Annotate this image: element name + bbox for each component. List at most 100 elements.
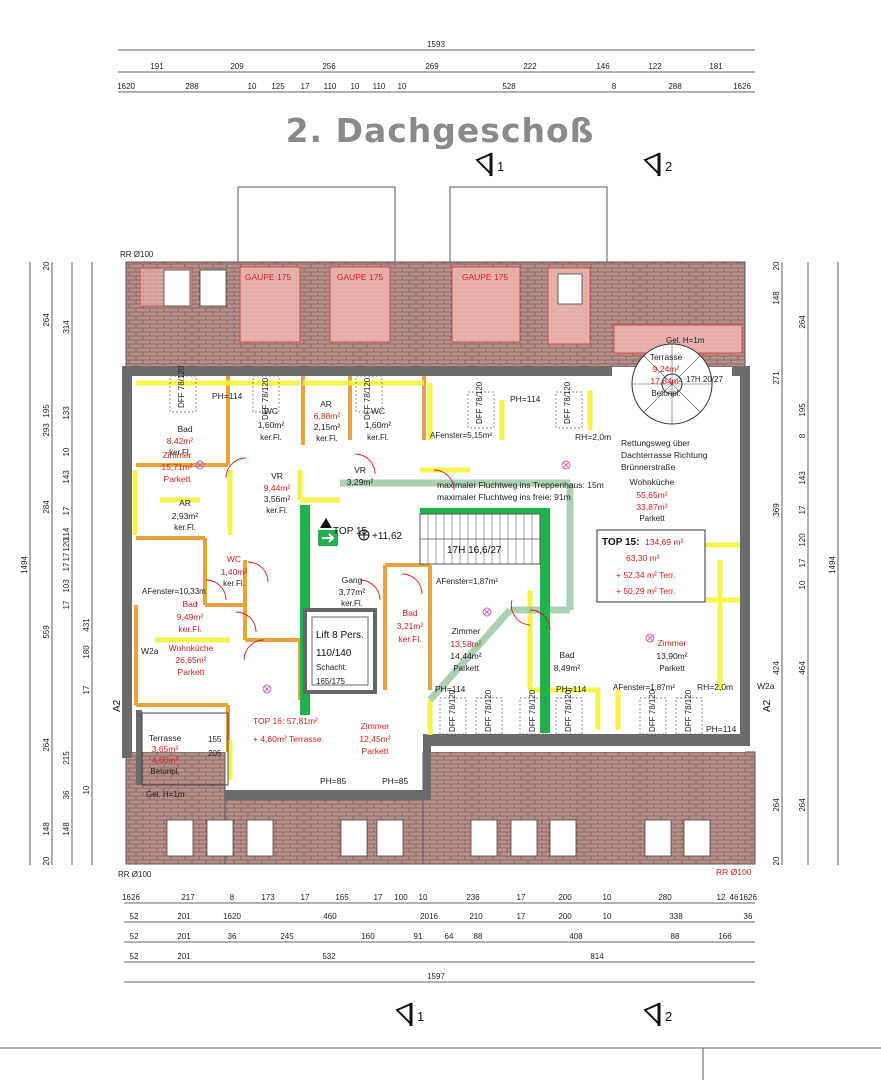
railing-top-label: Gel. H=1m [666,336,705,345]
svg-text:1: 1 [497,159,504,174]
svg-text:2016: 2016 [420,912,438,921]
railing-bottom-label: Gel. H=1m [146,790,185,799]
spiral-stair-label: 17H 20/27 [686,375,723,384]
svg-text:Parkett: Parkett [659,664,685,673]
svg-text:222: 222 [523,62,537,71]
room-zimmer-1: Zimmer 15,71m² Parkett [161,450,192,484]
svg-text:10: 10 [419,893,428,902]
svg-text:120: 120 [798,533,807,547]
room-ar-1: AR 6,88m² 2,15m² ker.Fl. [314,399,341,443]
room-wohnkueche-15: Wohnküche 55,65m² 33,87m² Parkett [630,477,675,523]
svg-text:20: 20 [772,261,781,270]
stair-up-arrow-icon [320,518,332,528]
svg-text:Wohnküche: Wohnküche [169,643,214,653]
section-mark-top-2: 2 [643,152,672,177]
svg-text:17: 17 [798,505,807,514]
svg-text:17: 17 [62,600,71,609]
svg-text:100: 100 [394,893,408,902]
svg-text:17: 17 [62,506,71,515]
svg-text:17: 17 [301,82,310,91]
gaupe-label-1: GAUPE 175 [245,272,292,282]
dff-label-5: DFF 78/120 [563,381,572,424]
svg-text:314: 314 [62,320,71,334]
rr-bottom-right-label: RR Ø100 [716,867,752,877]
room-zimmer-3: Zimmer 13,90m² Parkett [656,638,687,673]
svg-text:88: 88 [671,932,680,941]
dimension-top [118,49,755,93]
svg-text:91: 91 [414,932,423,941]
svg-text:2: 2 [665,159,672,174]
svg-text:424: 424 [772,661,781,675]
svg-text:33,87m²: 33,87m² [636,502,667,512]
svg-text:8,49m²: 8,49m² [554,663,581,673]
svg-text:288: 288 [185,82,199,91]
staircase [419,513,541,565]
svg-text:143: 143 [798,471,807,485]
svg-text:ker.Fl.: ker.Fl. [341,599,363,608]
svg-text:Parkett: Parkett [362,746,390,756]
svg-text:133: 133 [62,406,71,420]
dim-bottom-total: 1597 [427,972,445,981]
svg-text:2,93m²: 2,93m² [172,511,199,521]
dim-right-col-b: 264 195 8 143 17 120 17 10 464 264 [798,315,807,812]
svg-text:143: 143 [62,470,71,484]
svg-text:Bad: Bad [559,650,574,660]
dff-label-6: DFF 78/120 [448,689,457,732]
ph-label-2: PH=114 [510,394,541,404]
rh-label-2: RH=2,0m [697,682,733,692]
ceiling-light-icons [195,460,655,694]
room-bad-2: Bad 9,49m² ker.Fl. [177,599,204,634]
svg-text:1626: 1626 [122,893,140,902]
dim-bottom-row2: 52 201 1620 460 2016 210 17 200 10 338 3… [130,912,753,921]
svg-text:17: 17 [517,912,526,921]
svg-text:217: 217 [181,893,195,902]
svg-text:2,15m²: 2,15m² [314,422,341,432]
svg-text:122: 122 [648,62,662,71]
svg-text:165: 165 [335,893,349,902]
svg-text:814: 814 [590,952,604,961]
svg-text:110: 110 [373,82,386,91]
svg-text:125: 125 [271,82,285,91]
svg-text:4,60m²: 4,60m² [152,755,179,765]
ph-label-7: PH=85 [382,776,408,786]
svg-text:1: 1 [417,1009,424,1024]
svg-text:17: 17 [301,893,310,902]
svg-text:WC: WC [227,554,241,564]
svg-text:8,42m²: 8,42m² [167,436,194,446]
svg-text:Bad: Bad [402,608,417,618]
svg-text:209: 209 [230,62,244,71]
svg-text:1626: 1626 [739,893,757,902]
svg-text:8: 8 [798,433,807,438]
dimension-right [781,262,839,865]
svg-text:245: 245 [280,932,294,941]
svg-text:Gang: Gang [342,575,363,585]
roof-windows-top [163,269,583,307]
svg-text:3,77m²: 3,77m² [339,587,366,597]
svg-text:256: 256 [322,62,336,71]
svg-text:ker.Fl.: ker.Fl. [223,579,245,588]
svg-text:1626: 1626 [733,82,751,91]
svg-text:201: 201 [177,952,191,961]
ph-label-1: PH=114 [212,391,243,401]
svg-text:8: 8 [612,82,617,91]
svg-text:AR: AR [320,399,332,409]
svg-text:88: 88 [474,932,483,941]
svg-text:2: 2 [665,1009,672,1024]
svg-text:528: 528 [502,82,516,91]
dff-label-8: DFF 78/120 [528,689,537,732]
svg-text:236: 236 [466,893,480,902]
dim-top-row1: 191 209 256 269 222 146 122 181 [150,62,723,71]
wall-type-right: A2 [762,699,773,712]
svg-text:559: 559 [42,625,51,639]
dimension-left [29,262,93,865]
dim-bottom-row3: 52 201 36 245 160 91 64 88 408 88 166 [130,932,733,941]
svg-text:TOP 15:: TOP 15: [602,537,639,548]
svg-text:160: 160 [361,932,375,941]
fluchtweg-treppenhaus: maximaler Fluchtweg ins Treppenhaus: 15m [437,480,604,490]
dff-label-3: DFF 78/120 [363,377,372,420]
svg-text:Terrasse: Terrasse [149,733,182,743]
svg-text:464: 464 [798,661,807,675]
svg-text:120: 120 [62,538,71,552]
svg-text:264: 264 [798,798,807,812]
rettungsweg-line-1: Rettungsweg über [621,438,690,448]
